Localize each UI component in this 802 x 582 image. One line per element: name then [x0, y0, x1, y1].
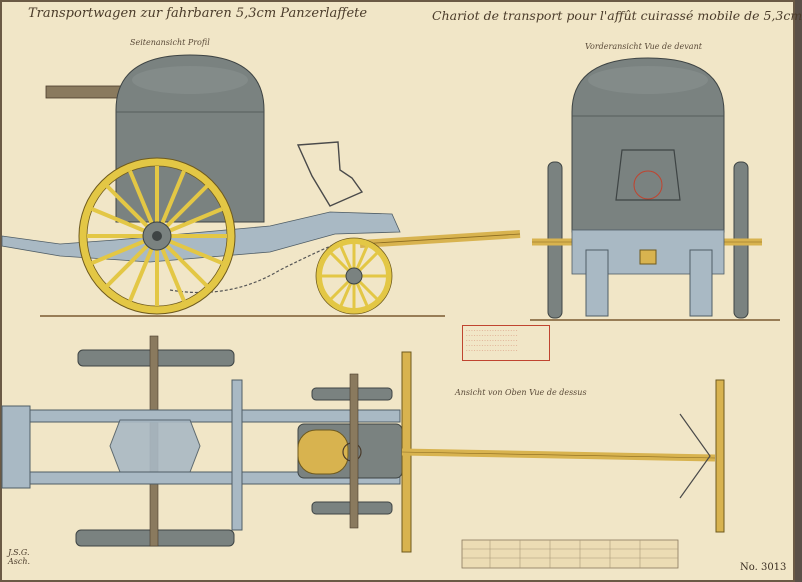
signature: J.S.G. Asch. [8, 548, 31, 566]
plan-view [1, 335, 725, 569]
front-leg-left [585, 249, 609, 317]
scale-bar [461, 539, 679, 569]
rear-wheel-side [78, 157, 236, 315]
turret-mount-plan [109, 419, 201, 473]
front-port [633, 170, 663, 200]
label-side-view: Seitenansicht Profil [130, 38, 210, 47]
title-french: Chariot de transport pour l'affût cuiras… [432, 8, 802, 23]
seat-plan [297, 429, 349, 475]
driver-seat [296, 141, 364, 207]
tail-plate-plan [1, 405, 31, 489]
pole-stay-plan [679, 413, 711, 499]
label-front-view: Vorderansicht Vue de devant [585, 42, 702, 51]
front-leg-right [689, 249, 713, 317]
turret-highlight [132, 66, 248, 94]
front-view [530, 57, 780, 321]
side-view [1, 54, 521, 317]
yoke-plan [715, 379, 725, 533]
gun-barrel [45, 85, 127, 99]
frame-rail-top [29, 409, 401, 423]
front-wheel-side [315, 237, 393, 315]
red-annotation-box: - - - - - - - - - - - - - - - - - - - - … [462, 325, 550, 361]
drawbar-shaft-outline [359, 233, 521, 245]
front-seat-frame [615, 149, 681, 201]
front-axle-plan [349, 373, 359, 529]
front-coupling [639, 249, 657, 265]
turret-dome-front [571, 57, 725, 233]
label-plan-view: Ansicht von Oben Vue de dessus [455, 388, 587, 397]
cross-member-plan [231, 379, 243, 531]
turret-dome-side [115, 54, 265, 223]
title-german: Transportwagen zur fahrbaren 5,3cm Panze… [28, 6, 368, 21]
plate-number: No. 3013 [740, 562, 787, 573]
